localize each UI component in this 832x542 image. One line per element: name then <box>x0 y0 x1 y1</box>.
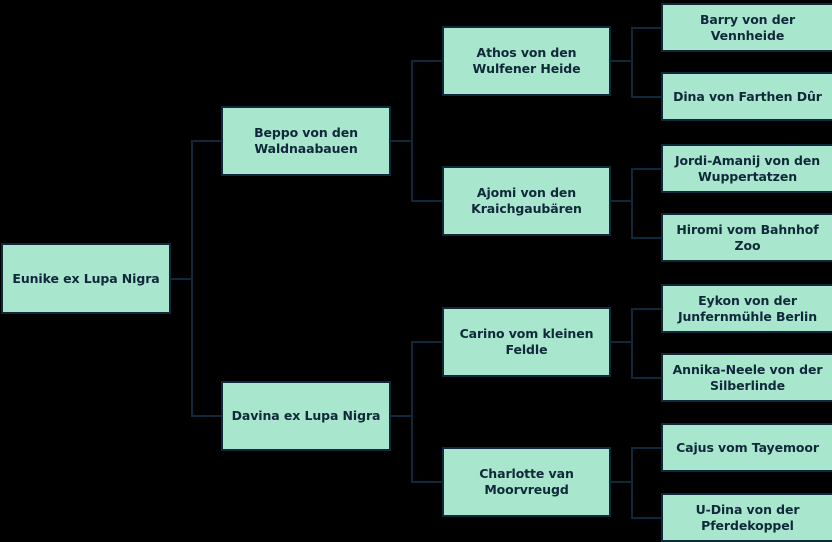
connector-to-gen4-5 <box>631 377 662 379</box>
node-label: Carino vom kleinen Feldle <box>459 326 594 357</box>
connector-gen2-1-bracket <box>411 341 413 482</box>
node-gen2-davina[interactable]: Davina ex Lupa Nigra <box>221 381 391 451</box>
connector-gen3-2-bracket <box>631 308 633 378</box>
node-gen4-annika-neele[interactable]: Annika-Neele von der Silberlinde <box>661 353 832 402</box>
node-gen4-eykon[interactable]: Eykon von der Junfernmühle Berlin <box>661 284 832 333</box>
node-label: Annika-Neele von der Silberlinde <box>672 361 823 393</box>
connector-to-gen3-3 <box>411 481 443 483</box>
node-gen3-charlotte[interactable]: Charlotte van Moorvreugd <box>442 447 611 517</box>
node-gen4-hiromi[interactable]: Hiromi vom Bahnhof Zoo <box>661 213 832 262</box>
connector-gen3-2-out <box>610 341 632 343</box>
node-gen2-beppo[interactable]: Beppo von den Waldnaabauen <box>221 106 391 176</box>
node-label: U-Dina von der Pferdekoppel <box>695 501 800 533</box>
connector-gen3-0-bracket <box>631 27 633 98</box>
connector-gen2-0-bracket <box>411 60 413 201</box>
node-gen4-dina[interactable]: Dina von Farthen Dûr <box>661 72 832 121</box>
connector-to-gen4-6 <box>631 447 662 449</box>
connector-gen3-3-bracket <box>631 447 633 518</box>
node-label: Charlotte van Moorvreugd <box>479 466 574 497</box>
connector-to-gen3-0 <box>411 60 443 62</box>
connector-gen3-0-out <box>610 60 632 62</box>
node-gen4-cajus[interactable]: Cajus vom Tayemoor <box>661 423 832 472</box>
connector-root-out <box>171 278 193 280</box>
connector-to-gen4-0 <box>631 27 662 29</box>
connector-gen3-1-out <box>610 200 632 202</box>
connector-root-bracket <box>191 140 193 280</box>
connector-to-gen4-1 <box>631 96 662 98</box>
node-label: Eykon von der Junfernmühle Berlin <box>677 292 818 324</box>
node-gen3-ajomi[interactable]: Ajomi von den Kraichgaubären <box>442 166 611 236</box>
node-label: Ajomi von den Kraichgaubären <box>471 185 582 216</box>
node-label: Hiromi vom Bahnhof Zoo <box>676 221 819 253</box>
node-label: Cajus vom Tayemoor <box>676 439 819 455</box>
connector-gen2-0-out <box>390 140 412 142</box>
connector-to-gen3-1 <box>411 200 443 202</box>
node-gen4-u-dina[interactable]: U-Dina von der Pferdekoppel <box>661 493 832 542</box>
node-label: Davina ex Lupa Nigra <box>231 408 381 424</box>
node-label: Eunike ex Lupa Nigra <box>12 270 160 286</box>
connector-to-gen4-4 <box>631 308 662 310</box>
node-gen4-barry[interactable]: Barry von der Vennheide <box>661 3 832 52</box>
node-gen3-athos[interactable]: Athos von den Wulfener Heide <box>442 26 611 96</box>
node-gen4-jordi-amanij[interactable]: Jordi-Amanij von den Wuppertatzen <box>661 144 832 193</box>
connector-root-bracket-lower <box>191 278 193 417</box>
connector-to-gen2-0 <box>191 140 223 142</box>
connector-to-gen4-2 <box>631 168 662 170</box>
connector-to-gen4-3 <box>631 237 662 239</box>
node-label: Beppo von den Waldnaabauen <box>254 125 358 156</box>
connector-to-gen3-2 <box>411 341 443 343</box>
node-label: Athos von den Wulfener Heide <box>472 45 581 76</box>
connector-to-gen2-1 <box>191 415 223 417</box>
connector-gen2-1-out <box>390 415 412 417</box>
node-label: Jordi-Amanij von den Wuppertatzen <box>674 152 821 184</box>
node-label: Dina von Farthen Dûr <box>673 88 822 104</box>
node-root-eunike[interactable]: Eunike ex Lupa Nigra <box>1 243 171 314</box>
connector-gen3-1-bracket <box>631 168 633 238</box>
connector-to-gen4-7 <box>631 517 662 519</box>
node-gen3-carino[interactable]: Carino vom kleinen Feldle <box>442 307 611 377</box>
node-label: Barry von der Vennheide <box>699 11 796 43</box>
connector-gen3-3-out <box>610 481 632 483</box>
